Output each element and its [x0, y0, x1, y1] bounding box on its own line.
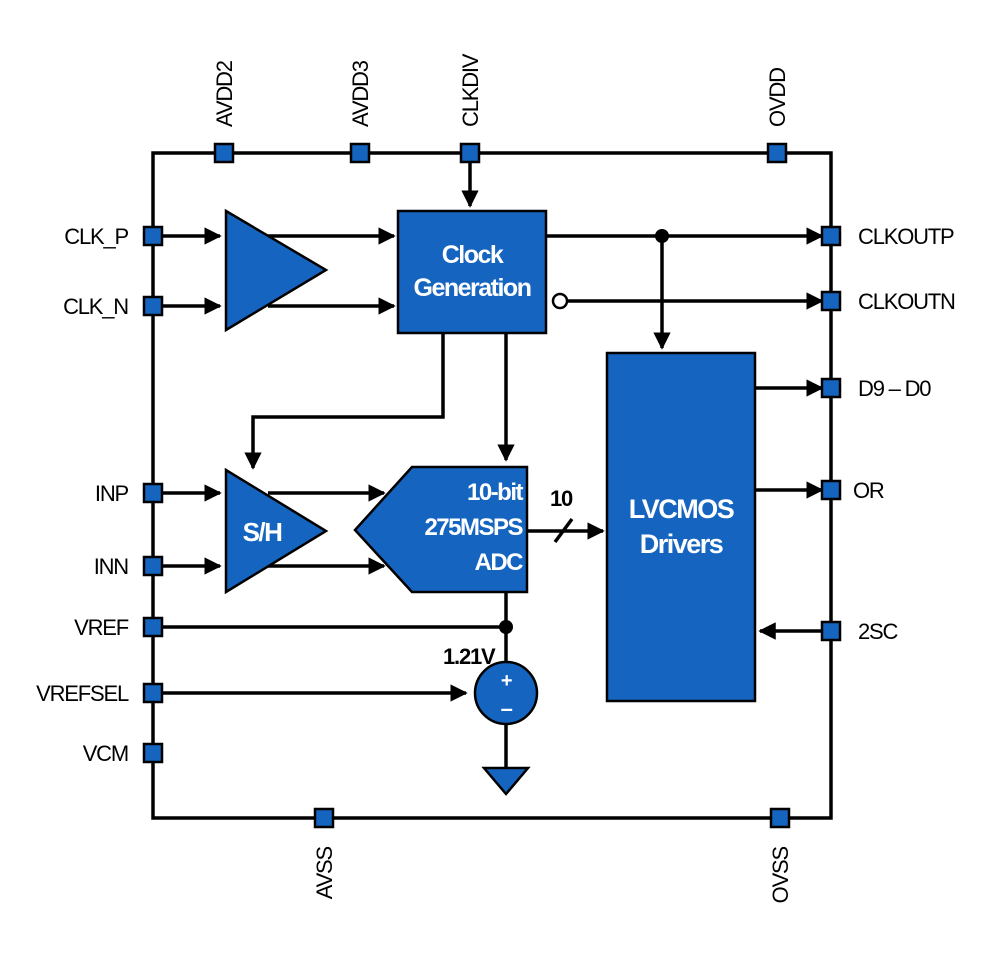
voltage-source [473, 660, 539, 726]
label-clk-n: CLK_N [63, 294, 128, 319]
label-clkdiv: CLKDIV [458, 53, 483, 127]
label-or: OR [853, 478, 884, 503]
bus-width-label: 10 [550, 486, 573, 511]
pin-or [820, 479, 842, 501]
lvcmos-label-2: Drivers [640, 529, 723, 559]
pin-clkoutp [820, 225, 842, 247]
pin-avdd3 [349, 142, 371, 164]
junction-dot [499, 620, 513, 634]
sh-label: S/H [243, 517, 283, 547]
pin-clkoutn [820, 290, 842, 312]
label-clkoutn: CLKOUTN [858, 289, 955, 314]
pin-clk-n [142, 295, 164, 317]
label-d9-d0: D9 – D0 [858, 376, 931, 401]
source-minus: – [501, 696, 513, 721]
pin-avdd2 [213, 142, 235, 164]
label-ovdd: OVDD [765, 68, 790, 127]
pin-vref [142, 616, 164, 638]
pin-vrefsel [142, 682, 164, 704]
pin-pads [142, 142, 842, 829]
pin-inp [142, 482, 164, 504]
pin-vcm [142, 742, 164, 764]
lvcmos-drivers-block [605, 351, 757, 703]
label-vrefsel: VREFSEL [36, 681, 129, 706]
ground-symbol [481, 766, 531, 796]
adc-block [353, 465, 529, 594]
label-clk-p: CLK_P [64, 224, 128, 249]
pin-2sc [820, 620, 842, 642]
lvcmos-label-1: LVCMOS [629, 494, 734, 524]
clock-input-buffer [224, 208, 329, 333]
wiring [153, 153, 831, 768]
pin-inn [142, 555, 164, 577]
vref-voltage-label: 1.21V [443, 644, 496, 669]
pin-d9-d0 [820, 377, 842, 399]
label-2sc: 2SC [858, 619, 899, 644]
clock-generation-block [396, 209, 548, 335]
label-clkoutp: CLKOUTP [858, 224, 954, 249]
pin-ovdd [766, 142, 788, 164]
label-inn: INN [94, 554, 129, 579]
label-vcm: VCM [83, 741, 128, 766]
label-avdd2: AVDD2 [212, 60, 237, 127]
label-inp: INP [95, 481, 129, 506]
sample-hold-block [224, 467, 329, 595]
adc-label-3: ADC [475, 549, 524, 576]
adc-label-1: 10-bit [467, 479, 524, 506]
inverter-bubble [551, 292, 569, 310]
source-plus: + [501, 670, 512, 692]
pin-clkdiv [459, 142, 481, 164]
pin-ovss [769, 807, 791, 829]
clock-gen-label-2: Generation [414, 274, 531, 302]
label-ovss: OVSS [768, 846, 793, 903]
pin-avss [313, 807, 335, 829]
clock-gen-label-1: Clock [442, 241, 504, 269]
junction-dot [655, 229, 669, 243]
label-vref: VREF [74, 615, 129, 640]
adc-label-2: 275MSPS [424, 514, 523, 541]
label-avdd3: AVDD3 [348, 60, 373, 127]
pin-clk-p [142, 225, 164, 247]
label-avss: AVSS [312, 846, 337, 899]
